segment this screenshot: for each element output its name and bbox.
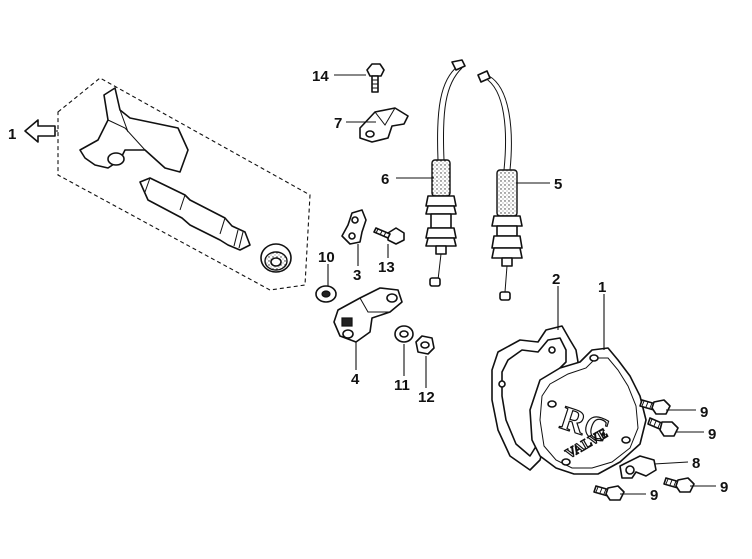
throttle-cable-5 xyxy=(477,70,523,301)
callout-12: 12 xyxy=(418,389,435,406)
callout-11: 11 xyxy=(394,377,410,394)
bolt-9a xyxy=(639,399,671,415)
bolt-9c xyxy=(593,485,625,501)
callout-10: 10 xyxy=(318,249,335,266)
left-arrow-icon xyxy=(24,119,56,143)
callout-9a: 9 xyxy=(700,404,708,421)
callout-1-cover: 1 xyxy=(598,279,606,296)
assembly-group xyxy=(24,77,311,291)
bolt-14 xyxy=(366,63,385,93)
callout-6: 6 xyxy=(381,171,389,188)
callout-14: 14 xyxy=(312,68,329,85)
bracket-3 xyxy=(341,209,367,245)
bolt-9d xyxy=(663,477,695,493)
callout-2: 2 xyxy=(552,271,560,288)
shaft-bearing xyxy=(260,243,292,273)
washer-10 xyxy=(315,285,337,303)
leader-lines xyxy=(327,74,716,495)
valve-cover-1: RC VALVE xyxy=(529,347,647,475)
callout-9b: 9 xyxy=(708,426,716,443)
bolt-9b xyxy=(647,417,679,437)
clip-8 xyxy=(619,455,657,479)
washer-11 xyxy=(394,325,414,343)
callout-3: 3 xyxy=(353,267,361,284)
cable-holder-7 xyxy=(359,107,409,143)
nut-12 xyxy=(415,335,435,355)
joint-4 xyxy=(333,287,403,343)
callout-7: 7 xyxy=(334,115,342,132)
callout-4: 4 xyxy=(351,371,360,388)
bolt-13 xyxy=(373,227,405,245)
callout-13: 13 xyxy=(378,259,395,276)
callout-5: 5 xyxy=(554,176,562,193)
callout-1-arrow: 1 xyxy=(8,126,16,143)
callout-8: 8 xyxy=(692,455,700,472)
callout-9c: 9 xyxy=(650,487,658,504)
throttle-cable-6 xyxy=(425,59,466,287)
valve-lever xyxy=(79,87,189,173)
valve-shaft xyxy=(139,177,251,251)
callout-9d: 9 xyxy=(720,479,728,496)
callout-labels: 1 1 2 3 4 5 6 7 8 9 9 9 9 10 11 12 13 14 xyxy=(8,68,728,504)
